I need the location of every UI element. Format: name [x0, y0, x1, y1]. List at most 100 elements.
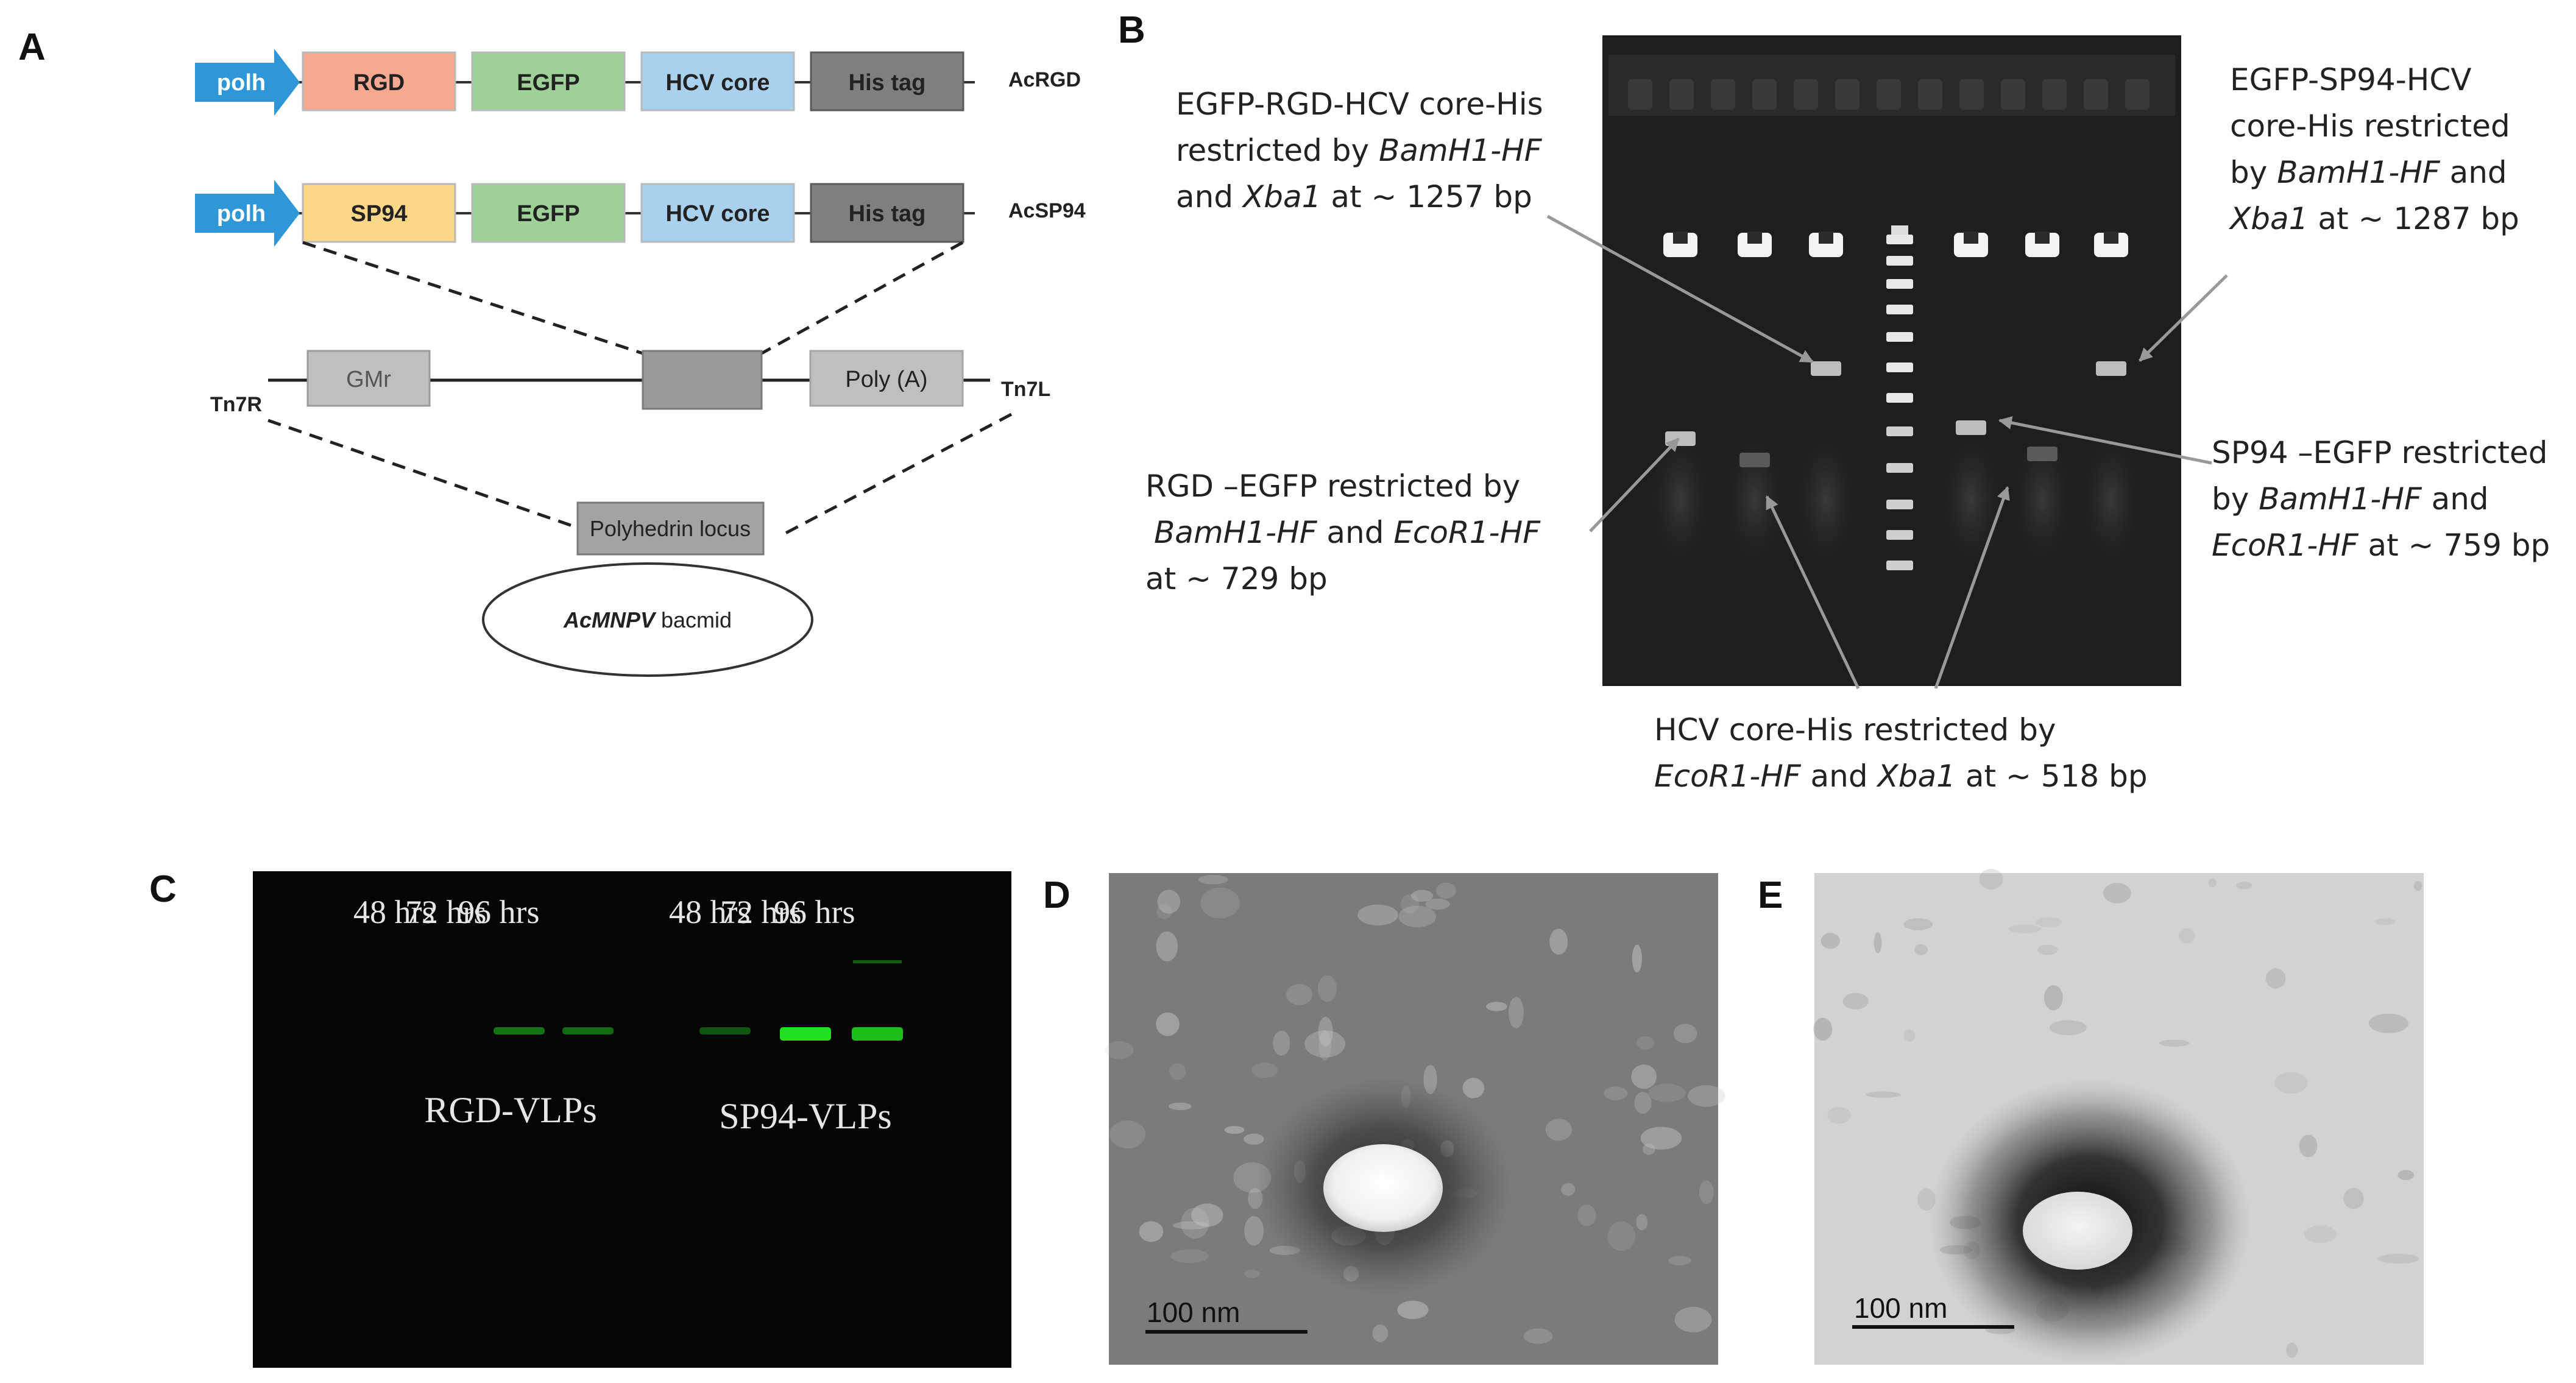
tem-speckle	[1169, 1102, 1192, 1111]
tem-speckle	[1169, 1063, 1186, 1080]
tem-speckle	[2049, 1020, 2087, 1035]
tem-speckle	[1411, 890, 1434, 902]
tem-speckle	[2304, 1225, 2337, 1243]
tem-speckle	[1157, 890, 1181, 914]
gel-comb-tooth	[1752, 79, 1777, 110]
his-tag-box	[810, 51, 964, 111]
arrow-hcv-his-1	[1765, 495, 1860, 690]
gel-lane-smear	[2007, 420, 2078, 579]
tem-speckle	[1181, 1208, 1209, 1239]
tem-speckle	[2103, 883, 2131, 904]
gel-comb-tooth	[1628, 79, 1652, 110]
annotation-run: SP94 –EGFP restricted	[2212, 435, 2547, 470]
gel-annotation-hcv-his: EcoR1-HF and Xba1 at ~ 518 bp	[1654, 759, 2148, 794]
wb-group-rgd: RGD-VLPs	[424, 1090, 596, 1130]
tem-speckle	[1172, 1221, 1209, 1229]
gel-annotation-rgd-egfp: RGD –EGFP restricted by	[1145, 469, 1520, 504]
tem-speckle	[1632, 944, 1642, 973]
annotation-run: EcoR1-HF	[1393, 515, 1541, 550]
hcv-core-label: HCV core	[665, 201, 770, 227]
arrow-hcv-his-2	[1934, 486, 2010, 689]
tem-speckle	[1486, 1002, 1507, 1011]
gel-band	[1665, 431, 1696, 446]
tem-speckle	[1509, 997, 1524, 1028]
tem-speckle	[1914, 944, 1928, 955]
gel-band	[2027, 447, 2058, 461]
tem-speckle	[1398, 905, 1437, 928]
polh-arrow	[195, 180, 300, 247]
tem-speckle	[1903, 1029, 1916, 1042]
tem-speckle	[1561, 1183, 1576, 1196]
tem-speckle	[1688, 1085, 1725, 1107]
tem-speckle	[1372, 1325, 1389, 1342]
tem-speckle	[1318, 1016, 1333, 1047]
wb-time-label: 48 hrs	[669, 894, 751, 930]
tem-speckle	[1699, 1180, 1714, 1204]
arrow-egfp-rgd	[1546, 214, 1814, 364]
wb-group-sp94: SP94-VLPs	[719, 1096, 891, 1136]
tem-speckle	[2413, 880, 2422, 891]
wb-faint-band	[853, 960, 902, 963]
polh-label: polh	[217, 70, 266, 96]
tem-speckle	[1251, 1062, 1278, 1078]
insert-box	[642, 350, 763, 410]
tem-speckle	[1318, 1030, 1331, 1061]
gel-annotation-egfp-rgd: EGFP-RGD-HCV core-His	[1176, 87, 1543, 122]
bacmid-label: AcMNPV bacmid	[563, 607, 732, 632]
annotation-run: EcoR1-HF	[2212, 528, 2359, 563]
gel-band	[1956, 420, 1986, 435]
wb-time-label: 96 hrs	[774, 894, 855, 930]
western-blot	[253, 871, 1011, 1368]
tem-speckle	[1668, 1256, 1691, 1265]
sp94-label: SP94	[351, 201, 408, 227]
egfp-label: EGFP	[517, 70, 579, 96]
gel-comb-tooth	[1959, 79, 1984, 110]
arrow-sp94-egfp	[1998, 416, 2212, 465]
annotation-run: restricted by	[1176, 133, 1379, 168]
annotation-run: HCV core-His restricted by	[1654, 712, 2056, 748]
tem-speckle	[1200, 887, 1240, 919]
gel-annotation-rgd-egfp: at ~ 729 bp	[1145, 561, 1328, 596]
tem-speckle	[1170, 1249, 1209, 1263]
tem-speckle	[1244, 1133, 1264, 1145]
tem-speckle	[2178, 928, 2195, 944]
wb-time-label: 48 hrs	[353, 894, 435, 930]
annotation-run: at ~ 1257 bp	[1321, 179, 1532, 214]
his-tag-label: His tag	[849, 70, 926, 96]
tem-speckle	[1304, 1030, 1346, 1058]
hcv-core-box	[640, 51, 795, 111]
gel-comb-tooth	[2001, 79, 2025, 110]
tem-speckle	[1400, 894, 1420, 914]
ladder-band	[1886, 256, 1913, 266]
construct-name-acsp94: AcSP94	[1008, 199, 1086, 222]
wb-band	[562, 1027, 614, 1035]
polyhedrin-locus-box	[576, 501, 765, 556]
gel-annotation-egfp-rgd: and Xba1 at ~ 1257 bp	[1176, 179, 1532, 214]
tem-speckle	[1156, 904, 1173, 919]
tem-speckle	[1156, 931, 1178, 961]
tem-speckle	[2397, 1170, 2415, 1180]
ladder-band	[1886, 530, 1913, 540]
tem-speckle	[1549, 928, 1568, 955]
ladder-band	[1886, 332, 1913, 342]
gmr-label: GMr	[346, 367, 391, 392]
egfp-box	[471, 183, 626, 243]
bacmid-label-italic: AcMNPV	[563, 607, 657, 632]
construct-acsp94: polh SP94 EGFP HCV core His tag AcSP94	[195, 180, 1086, 247]
gel-lane-smear	[1719, 420, 1790, 579]
his-tag-box	[810, 183, 964, 243]
panel-letter-e: E	[1758, 874, 1783, 916]
gel-comb-tooth	[1918, 79, 1942, 110]
polya-box	[809, 350, 964, 407]
tem-speckle	[2286, 1342, 2298, 1358]
tem-speckle	[1462, 1078, 1485, 1098]
annotation-run: at ~ 518 bp	[1956, 759, 2148, 794]
gel-well	[1954, 232, 1988, 257]
gel-comb-tooth	[1835, 79, 1859, 110]
gel-annotation-egfp-sp94: core-His restricted	[2230, 108, 2510, 144]
tem-speckle	[1842, 992, 1869, 1010]
dashed-connector	[760, 241, 964, 355]
tem-speckle	[1673, 1024, 1697, 1044]
annotation-run: Xba1	[2228, 201, 2308, 236]
